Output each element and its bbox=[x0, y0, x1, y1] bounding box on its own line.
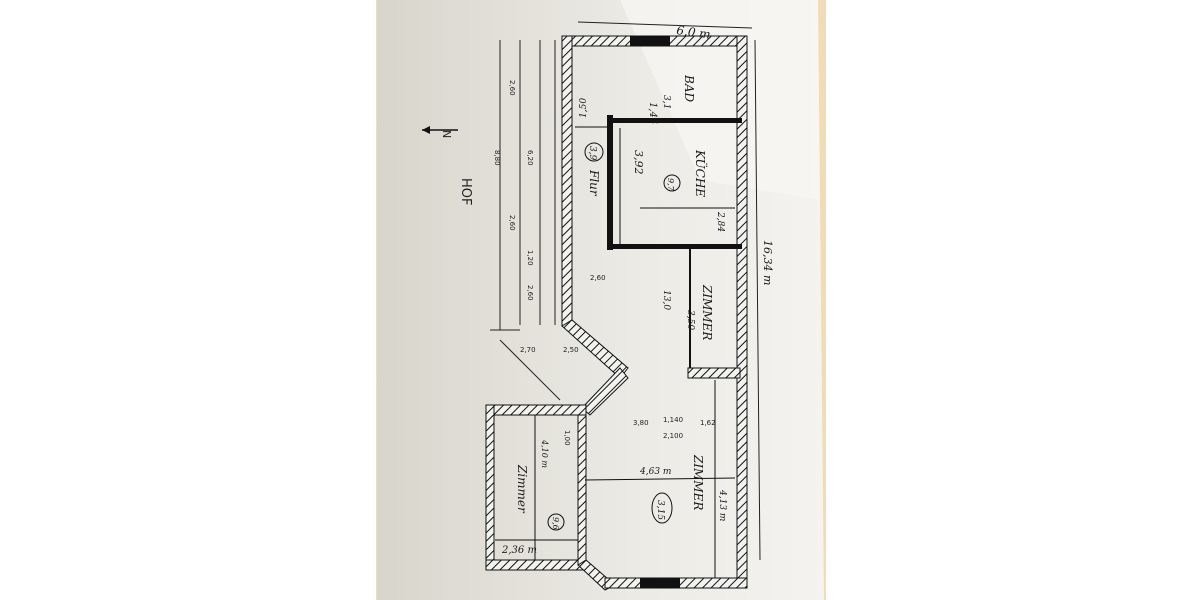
room-kitchen-number: 9,7 bbox=[666, 178, 675, 192]
room-3-width-dimension: 2,36 m bbox=[501, 545, 537, 556]
room-2-name: ZIMMER bbox=[691, 454, 705, 510]
room-1-number: 13,0 bbox=[661, 290, 671, 310]
dim-label: 2,60 bbox=[508, 215, 516, 231]
dim-label: 1,20 bbox=[526, 250, 534, 266]
dim-label: 2,60 bbox=[526, 285, 534, 301]
width-dimension: 6,0 m bbox=[676, 23, 712, 42]
misc-dimensions: 2,70 2,50 3,80 1,140 2,100 1,62 2,60 1,0… bbox=[520, 274, 716, 446]
room-1-dimension: 3,50 bbox=[685, 310, 695, 330]
room-hall-number: 3,9 bbox=[587, 146, 597, 161]
walls bbox=[485, 35, 748, 591]
dim-label: 1,00 bbox=[563, 430, 571, 446]
left-dimensions: 2,60 2,60 6,20 8,80 2,60 1,20 bbox=[493, 80, 534, 301]
hall-width-dimension: 1,50 bbox=[579, 98, 589, 118]
room-3-badge bbox=[547, 513, 565, 531]
room-3-length-dimension: 4,10 m bbox=[540, 439, 549, 468]
dim-label: 1,140 bbox=[663, 416, 683, 424]
north-label: N bbox=[440, 130, 453, 138]
room-hall-name: Flur bbox=[587, 169, 601, 197]
dim-label: 2,50 bbox=[563, 346, 579, 354]
room-bath-name: BAD bbox=[682, 74, 696, 102]
room-3-name: Zimmer bbox=[515, 464, 529, 514]
north-arrow-icon bbox=[422, 126, 458, 134]
dim-label: 1,62 bbox=[700, 419, 716, 427]
room-2-badge bbox=[651, 492, 673, 524]
length-dimension: 16,34 m bbox=[761, 240, 774, 285]
room-3-number: 9,6 bbox=[551, 517, 560, 530]
dim-label: 3,80 bbox=[633, 419, 649, 427]
room-2-number: 3,15 bbox=[655, 500, 665, 520]
room-2-length-dimension: 4,13 m bbox=[717, 489, 727, 521]
room-bath-number: 3,1 bbox=[661, 95, 671, 109]
room-1-name: ZIMMER bbox=[700, 284, 714, 340]
room-2-width-dimension: 4,63 m bbox=[639, 467, 671, 477]
dim-label: 2,100 bbox=[663, 432, 683, 440]
dim-label: 6,20 bbox=[526, 150, 534, 166]
room-kitchen-name: KÜCHE bbox=[693, 149, 709, 197]
dim-label: 2,70 bbox=[520, 346, 536, 354]
kitchen-width-dimension: 2,84 bbox=[715, 211, 725, 232]
dim-label: 2,60 bbox=[508, 80, 516, 96]
left-dimension-lines bbox=[490, 21, 761, 561]
courtyard-label: HOF bbox=[458, 178, 473, 206]
room-hall-badge bbox=[584, 142, 604, 162]
light-patch bbox=[620, 0, 820, 200]
interior-dimension-lines bbox=[495, 126, 736, 578]
kitchen-length-dimension: 3,92 bbox=[632, 150, 645, 175]
room-kitchen-badge bbox=[663, 174, 681, 192]
dim-label: 8,80 bbox=[493, 150, 501, 166]
dim-label: 2,60 bbox=[590, 274, 606, 282]
bath-door-dimension: 1,45 bbox=[647, 102, 658, 124]
